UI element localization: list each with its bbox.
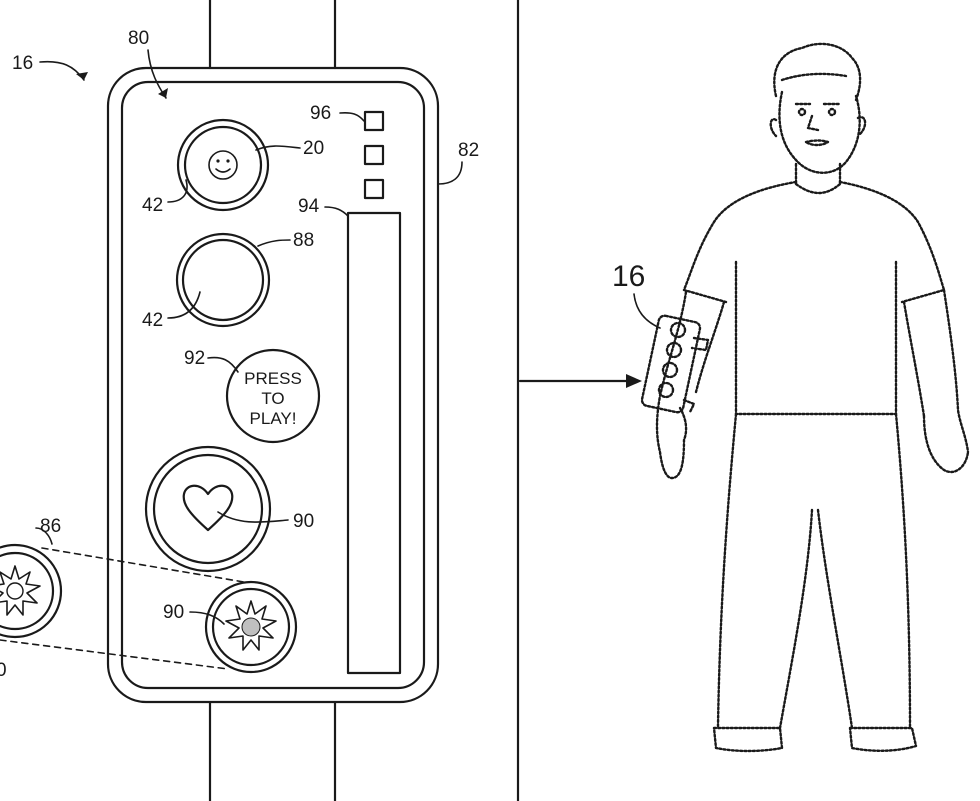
press-to-play-button[interactable]: PRESS TO PLAY! <box>227 350 319 442</box>
ref-0: 0 <box>0 660 7 681</box>
ref-94: 94 <box>298 196 320 217</box>
play-label-line2: TO <box>261 389 284 408</box>
ref-16-wrist: 16 <box>612 260 645 293</box>
ref-80: 80 <box>128 28 149 49</box>
ref-86: 86 <box>40 516 61 537</box>
ref-42-top: 42 <box>142 195 163 216</box>
detached-button[interactable] <box>0 545 61 637</box>
ref-96: 96 <box>310 103 331 124</box>
ref-42-mid: 42 <box>142 310 163 331</box>
emoji-button[interactable] <box>178 120 268 210</box>
arrow-to-wrist <box>520 374 642 388</box>
smiley-icon <box>209 151 237 179</box>
heart-button[interactable] <box>146 447 270 571</box>
ref-88: 88 <box>293 230 314 251</box>
empty-button[interactable] <box>177 234 269 326</box>
ref-20: 20 <box>303 138 324 159</box>
wrist-device-leader <box>634 294 660 328</box>
indicator-lights <box>365 112 383 198</box>
ref-16: 16 <box>12 53 33 74</box>
ref-90-star: 90 <box>163 602 184 623</box>
play-label-line1: PRESS <box>244 369 302 388</box>
ref-92: 92 <box>184 348 205 369</box>
play-label-line3: PLAY! <box>250 409 297 428</box>
ref-82: 82 <box>458 140 479 161</box>
person-figure <box>657 44 968 751</box>
projection-line-top <box>42 548 244 582</box>
wrist-device <box>641 315 708 414</box>
progress-meter <box>348 213 400 673</box>
projection-line-bottom <box>0 640 228 669</box>
heart-icon <box>184 486 233 530</box>
ref-90-heart: 90 <box>293 511 314 532</box>
star-button[interactable] <box>206 582 296 672</box>
